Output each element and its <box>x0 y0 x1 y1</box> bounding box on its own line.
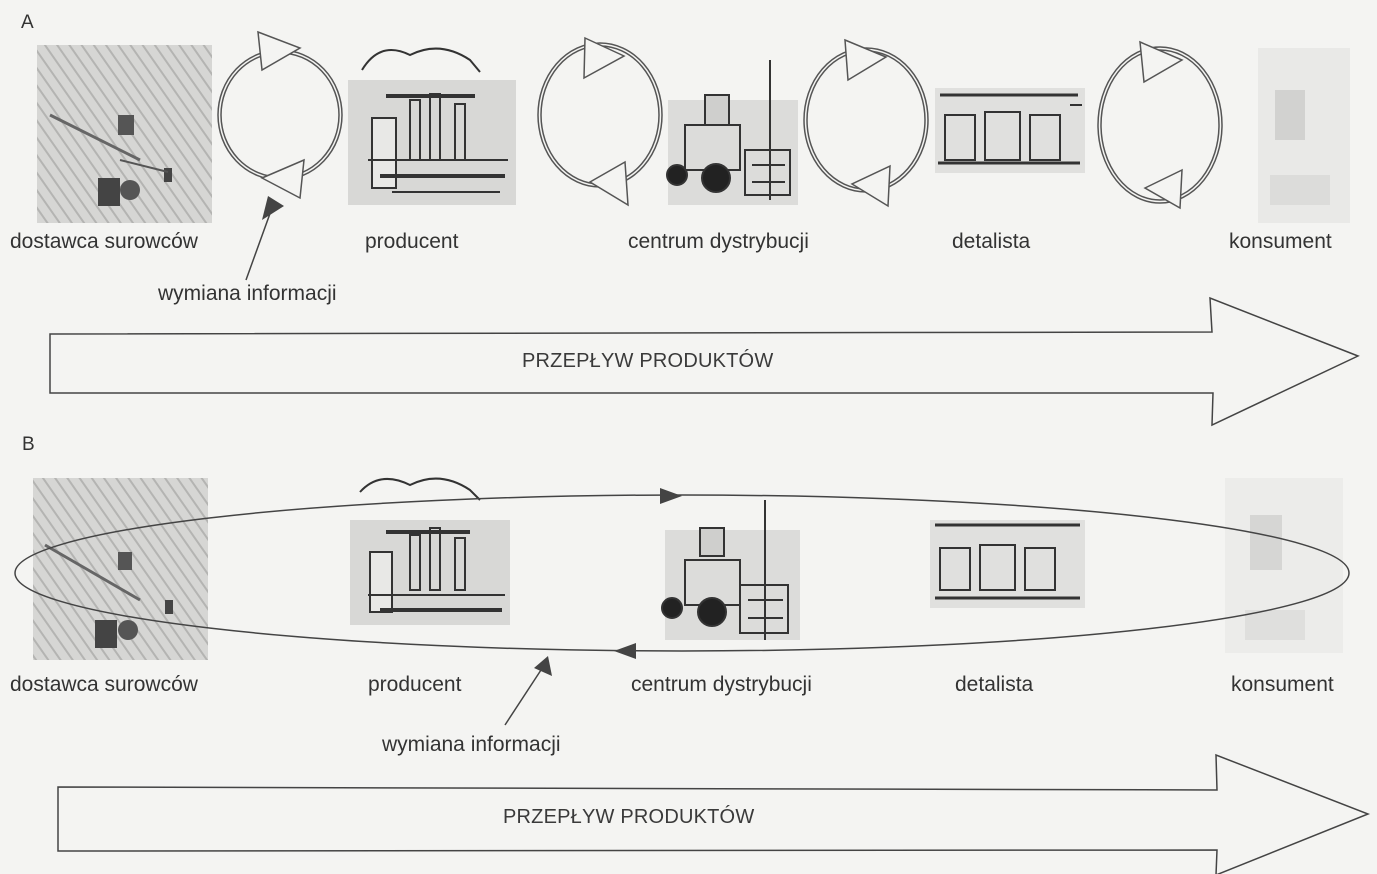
forklift-icon <box>662 500 800 640</box>
node-label-supplier: dostawca surowców <box>10 673 198 697</box>
panel-b-letter: B <box>22 434 35 456</box>
node-label-producer: producent <box>368 673 461 697</box>
node-label-producer: producent <box>365 230 458 254</box>
node-label-distribution-center: centrum dystrybucji <box>631 673 812 697</box>
information-cycle-icon <box>1098 42 1222 208</box>
consumer-icon <box>1225 478 1343 653</box>
node-label-retailer: detalista <box>952 230 1030 254</box>
info-exchange-label: wymiana informacji <box>158 282 337 306</box>
forklift-icon <box>667 60 798 205</box>
shop-icon <box>935 88 1085 173</box>
panel-a-letter: A <box>21 12 34 34</box>
factory-icon <box>348 49 516 205</box>
raw-material-supplier-icon <box>37 45 212 223</box>
consumer-icon <box>1258 48 1350 223</box>
node-label-supplier: dostawca surowców <box>10 230 198 254</box>
information-cycle-icon <box>804 40 928 206</box>
information-cycle-icon <box>218 32 342 198</box>
product-flow-label: PRZEPŁYW PRODUKTÓW <box>522 350 773 373</box>
node-label-distribution-center: centrum dystrybucji <box>628 230 809 254</box>
product-flow-label: PRZEPŁYW PRODUKTÓW <box>503 806 754 829</box>
information-cycle-icon <box>538 38 662 205</box>
info-exchange-pointer <box>246 196 284 280</box>
node-label-consumer: konsument <box>1231 673 1334 697</box>
node-label-retailer: detalista <box>955 673 1033 697</box>
shop-icon <box>930 520 1085 608</box>
info-exchange-label: wymiana informacji <box>382 733 561 757</box>
node-label-consumer: konsument <box>1229 230 1332 254</box>
raw-material-supplier-icon <box>33 478 208 660</box>
info-exchange-pointer <box>505 656 552 725</box>
